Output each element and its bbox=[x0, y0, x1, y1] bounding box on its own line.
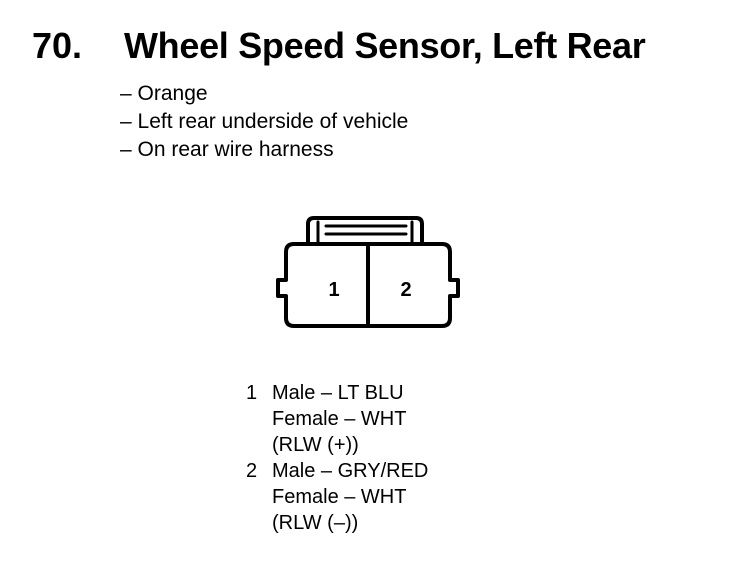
detail-location: – Left rear underside of vehicle bbox=[120, 110, 409, 133]
pin-male-wire: Male – LT BLU bbox=[272, 382, 404, 404]
detail-harness: – On rear wire harness bbox=[120, 138, 334, 161]
pin-entry-2: 2 Male – GRY/RED Female – WHT (RLW (–)) bbox=[246, 458, 428, 536]
pin-male-wire: Male – GRY/RED bbox=[272, 460, 429, 482]
pin-number: 1 bbox=[246, 382, 258, 404]
cavity-label-1: 1 bbox=[328, 279, 339, 301]
pin-number: 2 bbox=[246, 460, 258, 482]
connector-body bbox=[276, 242, 460, 328]
detail-color: – Orange bbox=[120, 82, 208, 105]
connector-diagram: 1 2 bbox=[268, 210, 468, 334]
pin-female-wire: Female – WHT bbox=[272, 408, 407, 430]
component-details: – Orange – Left rear underside of vehicl… bbox=[120, 80, 408, 164]
left-post bbox=[306, 220, 320, 246]
locking-tab bbox=[306, 216, 424, 246]
pin-entry-1: 1 Male – LT BLU Female – WHT (RLW (+)) bbox=[246, 380, 428, 458]
component-title: Wheel Speed Sensor, Left Rear bbox=[124, 25, 646, 66]
component-number: 70. bbox=[32, 25, 83, 66]
pinout-list: 1 Male – LT BLU Female – WHT (RLW (+)) 2… bbox=[246, 380, 428, 536]
pin-female-wire: Female – WHT bbox=[272, 486, 407, 508]
pin-circuit: (RLW (+)) bbox=[272, 434, 359, 456]
cavity-label-2: 2 bbox=[400, 279, 411, 301]
connector-face-drawing: 1 2 bbox=[276, 216, 460, 328]
pin-circuit: (RLW (–)) bbox=[272, 512, 359, 534]
right-post bbox=[410, 220, 424, 246]
